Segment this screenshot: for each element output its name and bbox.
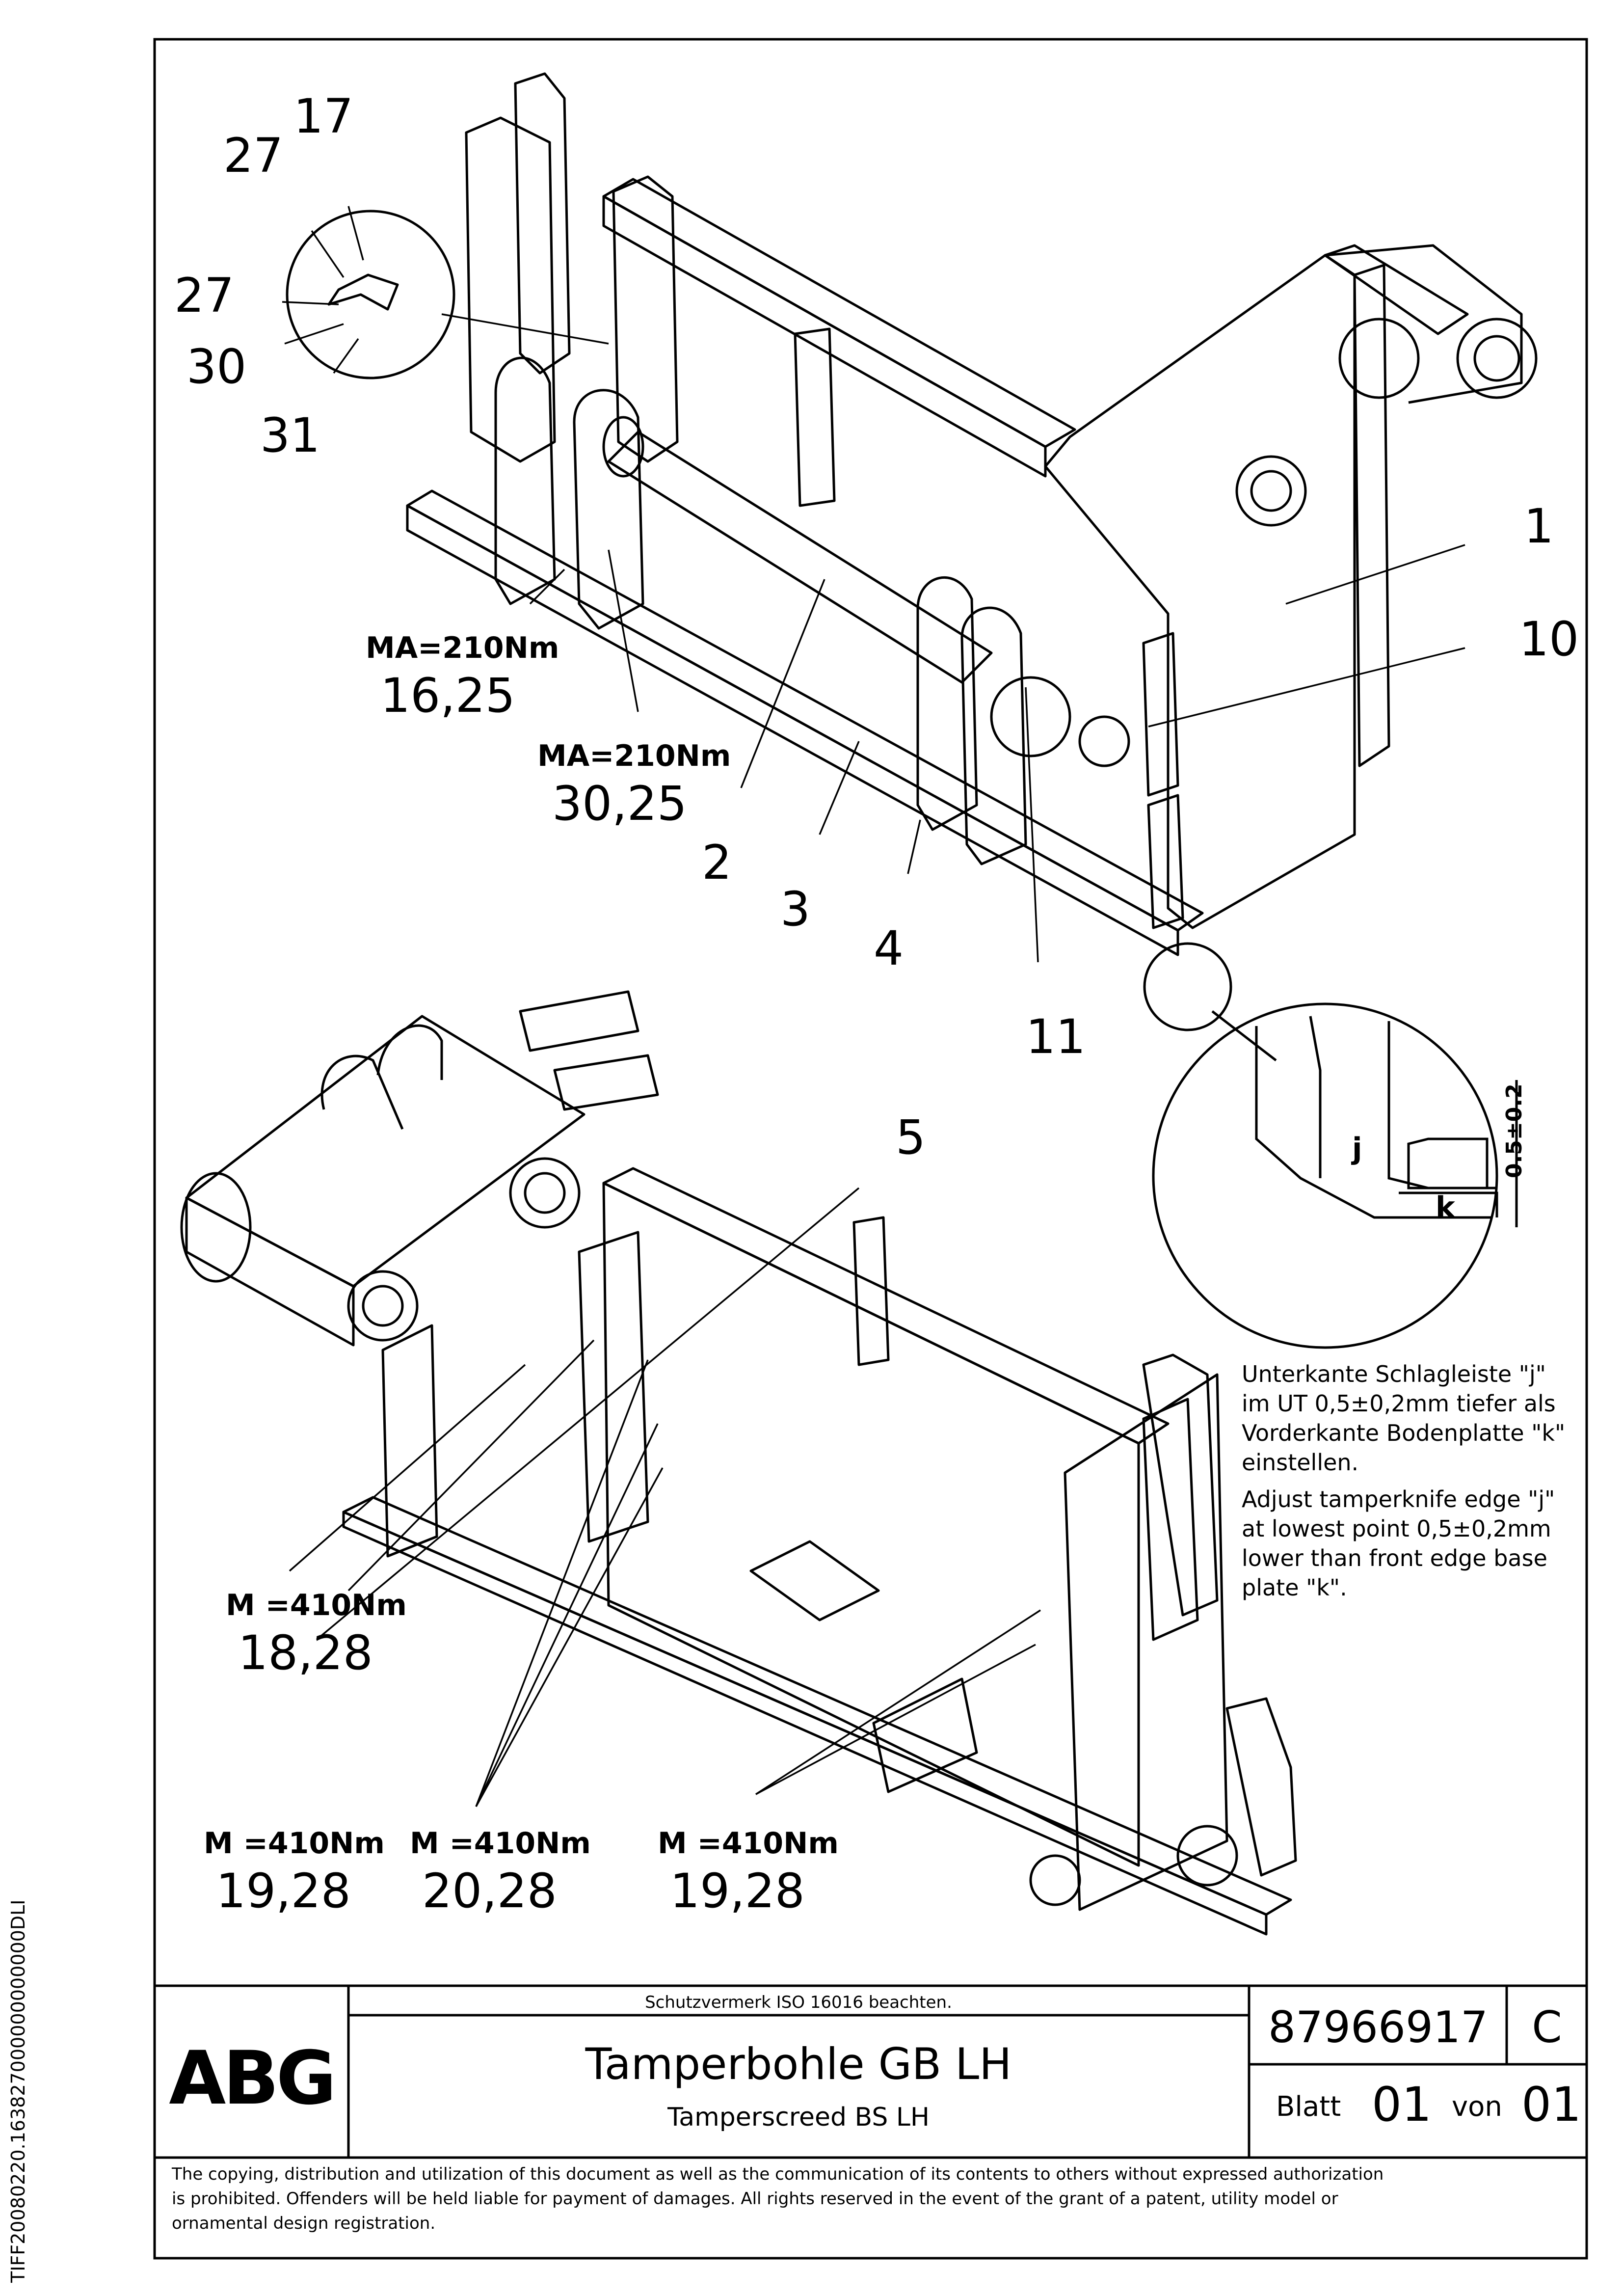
- torque-position: 20,28: [422, 1864, 557, 1918]
- drawing-title-de: Tamperbohle GB LH: [585, 2039, 1012, 2089]
- adjustment-note: Unterkante Schlagleiste "j" im UT 0,5±0,…: [1242, 1361, 1565, 1601]
- detail-label-j: j: [1351, 1132, 1362, 1166]
- footer-line: The copying, distribution and utilizatio…: [171, 2164, 1384, 2184]
- torque-position: 18,28: [238, 1625, 373, 1680]
- protection-note: Schutzvermerk ISO 16016 beachten.: [645, 1993, 952, 2012]
- sheet-label: Blatt: [1276, 2091, 1341, 2123]
- note-de-line: im UT 0,5±0,2mm tiefer als: [1242, 1390, 1556, 1417]
- drawing-frame: [153, 38, 1588, 2260]
- sheet-number: 01: [1372, 2077, 1432, 2132]
- torque-position: 19,28: [670, 1864, 805, 1918]
- torque-position: 30,25: [552, 776, 687, 831]
- callout-1: 1: [1524, 499, 1554, 554]
- revision-letter: C: [1532, 2002, 1562, 2053]
- callout-2: 2: [702, 835, 732, 890]
- leader-lines: [282, 206, 1465, 1807]
- upper-assembly: [286, 72, 1538, 1031]
- torque-value: MA=210Nm: [537, 739, 731, 773]
- callout-3: 3: [780, 882, 810, 937]
- torque-value: MA=210Nm: [366, 631, 559, 665]
- note-en-line: lower than front edge base: [1242, 1545, 1547, 1571]
- footer-line: is prohibited. Offenders will be held li…: [172, 2189, 1338, 2209]
- callout-10: 10: [1519, 612, 1579, 667]
- note-de-line: einstellen.: [1242, 1449, 1358, 1476]
- callout-5: 5: [896, 1110, 926, 1165]
- side-code: TIFF20080220.163827000000000000DLI: [7, 1900, 29, 2283]
- note-de-line: Unterkante Schlagleiste "j": [1242, 1361, 1546, 1387]
- note-de-line: Vorderkante Bodenplatte "k": [1242, 1420, 1565, 1446]
- torque-value: M =410Nm: [226, 1588, 407, 1622]
- torque-labels: MA=210Nm 16,25 MA=210Nm 30,25 M =410Nm 1…: [204, 631, 839, 1918]
- torque-value: M =410Nm: [658, 1826, 839, 1861]
- drawing-number: 87966917: [1268, 2002, 1488, 2053]
- note-en-line: Adjust tamperknife edge "j": [1242, 1486, 1555, 1513]
- detail-dimension: 0.5±0.2: [1502, 1083, 1527, 1178]
- company-logo: ABG: [169, 2036, 334, 2121]
- torque-position: 16,25: [380, 668, 515, 723]
- footer-line: ornamental design registration.: [172, 2214, 435, 2233]
- note-en-line: at lowest point 0,5±0,2mm: [1242, 1515, 1551, 1542]
- torque-position: 19,28: [216, 1864, 351, 1918]
- note-en-line: plate "k".: [1242, 1574, 1347, 1601]
- callout-11: 11: [1026, 1009, 1086, 1064]
- torque-value: M =410Nm: [204, 1826, 385, 1861]
- total-sheets: 01: [1521, 2077, 1581, 2132]
- callout-31: 31: [260, 408, 320, 463]
- callout-27a: 27: [223, 128, 283, 183]
- detail-label-k: k: [1436, 1190, 1456, 1225]
- callout-27b: 27: [174, 268, 234, 323]
- torque-value: M =410Nm: [410, 1826, 591, 1861]
- title-block: [347, 1986, 1587, 2158]
- callout-17: 17: [293, 89, 353, 144]
- drawing-title-en: Tamperscreed BS LH: [667, 2103, 930, 2132]
- callout-30: 30: [186, 339, 246, 394]
- callout-numbers: 27 17 27 30 31 1 10 2 3 4 11 5: [174, 89, 1579, 1165]
- callout-4: 4: [874, 921, 904, 976]
- of-label: von: [1452, 2091, 1502, 2123]
- detail-view: [1152, 1002, 1518, 1349]
- lower-assembly: [180, 990, 1297, 1936]
